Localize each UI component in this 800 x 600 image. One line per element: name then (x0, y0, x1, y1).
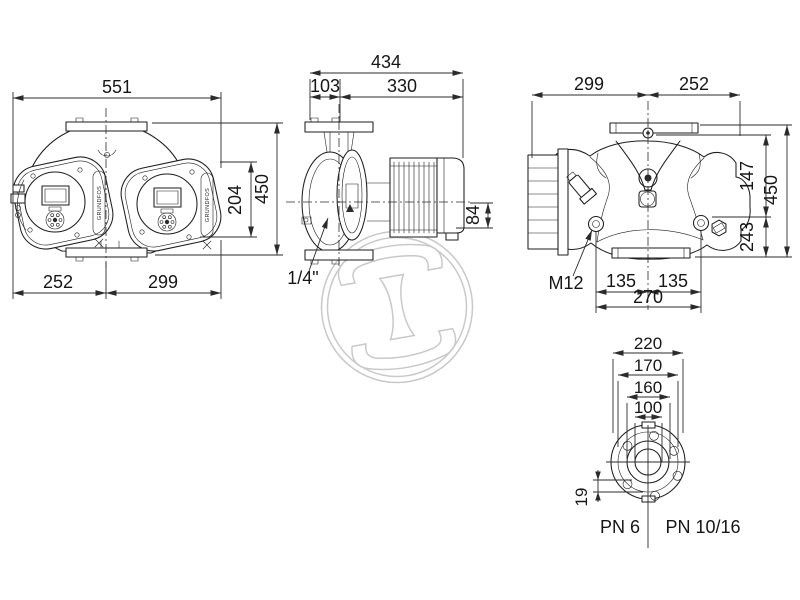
dim-overall-width: 551 (102, 77, 132, 97)
motor-fins (389, 157, 438, 238)
dim-flange-to-axis-top: 147 (737, 161, 757, 191)
side-pump-drawing (286, 104, 470, 268)
brand-x-icon (94, 238, 104, 248)
top-view: 299 252 450 147 243 135 135 270 M12 (527, 74, 792, 313)
dim-bolt-right: 135 (658, 271, 688, 291)
flange-drawing (606, 421, 690, 548)
side-dimensions: 434 103 330 84 1/4" (287, 52, 493, 288)
flange-dimensions: 220 170 160 100 19 PN 6 PN 10/16 (572, 334, 741, 537)
dim-bolt-circle-pn6: 160 (634, 378, 662, 397)
brand-label-right: GRUNDFOS (205, 188, 211, 222)
vent-plug (566, 171, 598, 205)
flange-tab-top (641, 421, 656, 429)
rating-label-pn1016: PN 10/16 (665, 517, 740, 537)
logo-mark (346, 204, 354, 212)
dim-top-width-left: 299 (574, 74, 604, 94)
front-dimensions: 551 450 204 252 299 (12, 77, 283, 299)
hex-nut (711, 219, 727, 237)
dim-axis-to-motor: 330 (387, 76, 417, 96)
dim-bolt-total: 270 (633, 287, 663, 307)
watermark-logo (320, 230, 474, 384)
gauge-port-label: 1/4" (287, 268, 318, 288)
rating-label-pn6: PN 6 (600, 517, 640, 537)
dim-flange-outer: 220 (634, 334, 662, 353)
dim-axis-to-box: 84 (463, 205, 483, 225)
brand-label-left: GRUNDFOS (97, 186, 103, 220)
clamp-bolt-right (692, 214, 710, 232)
dim-bolt-circle-pn16: 170 (634, 356, 662, 375)
dim-top-overall-height: 450 (761, 175, 781, 205)
dim-flange-to-axis: 103 (310, 76, 340, 96)
dim-axis-to-base: 243 (737, 222, 757, 252)
flange-tab-bottom (641, 495, 656, 503)
top-pump-drawing (527, 101, 751, 310)
dim-width-left: 252 (43, 272, 73, 292)
side-view: 434 103 330 84 1/4" (286, 52, 493, 288)
dim-hole-offset: 19 (572, 488, 591, 507)
clamp-bolt-left (587, 215, 605, 233)
dim-overall-depth: 434 (371, 52, 401, 72)
pump-head-face-right: GRUNDFOS (136, 169, 214, 250)
bolt-size-label: M12 (548, 273, 583, 293)
motor-end-top (527, 148, 569, 256)
front-pump-drawing: GRUNDFOS GRUNDFOS (10, 108, 222, 268)
top-dimensions: 299 252 450 147 243 135 135 270 M12 (531, 74, 792, 313)
flange-view: 220 170 160 100 19 PN 6 PN 10/16 (572, 334, 741, 548)
bolt-holes (622, 430, 683, 501)
front-view: GRUNDFOS GRUNDFOS (10, 77, 283, 299)
terminal-connector (10, 179, 27, 231)
dim-port-diameter: 100 (634, 398, 662, 417)
dim-width-right: 299 (148, 272, 178, 292)
gauge-port-plug (301, 216, 312, 225)
dim-box-height: 204 (225, 185, 245, 215)
dim-overall-height: 450 (252, 174, 272, 204)
brand-x-icon (202, 240, 212, 250)
motor-end-cap (436, 157, 465, 234)
dim-top-width-right: 252 (679, 74, 709, 94)
dim-bolt-left: 135 (606, 271, 636, 291)
